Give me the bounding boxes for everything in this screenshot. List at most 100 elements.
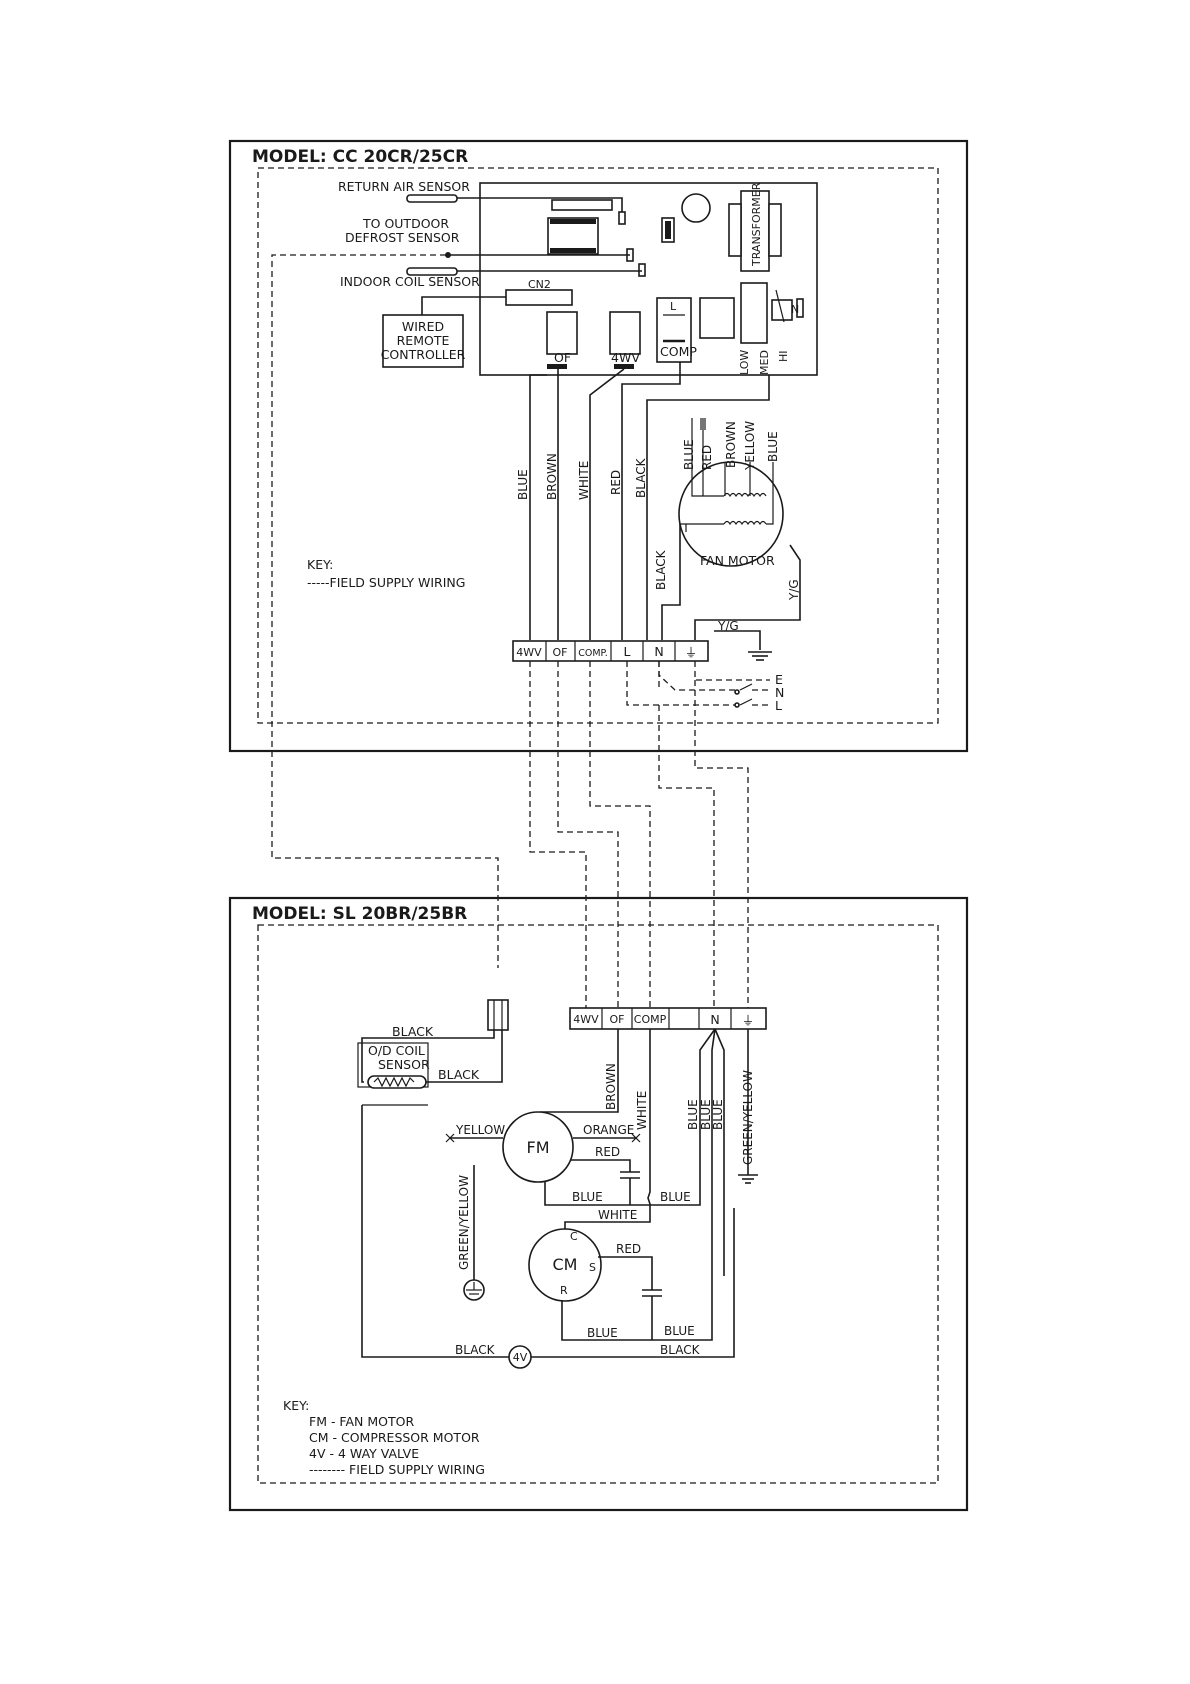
svg-text:⏚: ⏚ (742, 1013, 755, 1028)
indoor-key-line: -----FIELD SUPPLY WIRING (307, 575, 465, 590)
svg-text:BLACK: BLACK (455, 1343, 496, 1357)
svg-text:ORANGE: ORANGE (583, 1123, 634, 1137)
svg-text:LOW: LOW (738, 350, 751, 375)
svg-text:RED: RED (616, 1242, 641, 1256)
svg-text:N: N (775, 685, 784, 700)
indoor-key-title: KEY: (307, 557, 333, 572)
svg-text:N: N (791, 303, 799, 316)
svg-text:BLUE: BLUE (660, 1190, 691, 1204)
svg-text:YELLOW: YELLOW (743, 421, 757, 471)
svg-text:FM: FM (526, 1138, 549, 1157)
transformer (740, 190, 770, 272)
svg-text:BROWN: BROWN (724, 421, 738, 468)
svg-text:MED: MED (758, 350, 771, 375)
svg-text:WHITE: WHITE (635, 1091, 649, 1130)
svg-text:RED: RED (595, 1145, 620, 1159)
svg-text:BLACK: BLACK (660, 1343, 701, 1357)
svg-text:CN2: CN2 (528, 278, 551, 291)
four-way-valve (508, 1345, 532, 1369)
svg-text:BLUE: BLUE (587, 1326, 618, 1340)
outdoor-key-title: KEY: (283, 1398, 309, 1413)
svg-text:BLUE: BLUE (664, 1324, 695, 1338)
svg-text:BLUE: BLUE (572, 1190, 603, 1204)
svg-text:BLUE: BLUE (682, 439, 696, 470)
indoor-unit-panel: MODEL: CC 20CR/25CR TRANSFORMER L N OF (228, 139, 969, 968)
svg-text:YELLOW: YELLOW (455, 1123, 505, 1137)
svg-text:HI: HI (777, 350, 790, 362)
svg-text:L: L (624, 644, 631, 659)
svg-text:OF: OF (610, 1013, 625, 1026)
svg-text:RED: RED (700, 445, 714, 470)
outdoor-key-line: FM - FAN MOTOR (309, 1414, 414, 1429)
fan-motor-black-wire (661, 524, 681, 640)
svg-text:4WV: 4WV (573, 1013, 599, 1026)
indoor-model-title: MODEL: CC 20CR/25CR (252, 147, 468, 167)
relay-speed (740, 282, 768, 344)
svg-text:REMOTE: REMOTE (397, 333, 450, 348)
outdoor-key-line: -------- FIELD SUPPLY WIRING (309, 1462, 485, 1477)
svg-text:BLUE: BLUE (686, 1099, 700, 1130)
svg-text:BLACK: BLACK (392, 1024, 434, 1039)
svg-text:E: E (775, 672, 783, 687)
transformer-label: TRANSFORMER (750, 182, 763, 267)
indoor-fan-motor (678, 461, 784, 567)
svg-text:4WV: 4WV (516, 646, 542, 659)
svg-text:WHITE: WHITE (598, 1208, 637, 1222)
defrost-sensor-field-wire (271, 254, 499, 968)
svg-text:RETURN AIR SENSOR: RETURN AIR SENSOR (338, 179, 470, 194)
svg-text:4V: 4V (513, 1351, 528, 1364)
svg-text:GREEN/YELLOW: GREEN/YELLOW (457, 1175, 471, 1270)
svg-text:BLUE: BLUE (516, 469, 530, 500)
svg-text:BLUE: BLUE (711, 1099, 725, 1130)
return-air-sensor (406, 194, 458, 203)
svg-text:COMP.: COMP. (578, 648, 608, 659)
outdoor-unit-panel: MODEL: SL 20BR/25BR 4WV OF COMP N ⏚ BLAC… (228, 896, 969, 1512)
wired-remote-controller (382, 314, 464, 368)
buzzer (681, 193, 711, 223)
relay-n (771, 299, 793, 321)
svg-text:CONTROLLER: CONTROLLER (381, 347, 466, 362)
wire-blue (529, 374, 547, 640)
outdoor-terminal-block: 4WV OF COMP N ⏚ (569, 1007, 767, 1030)
cn2-connector (505, 289, 573, 306)
svg-text:TO OUTDOOR: TO OUTDOOR (362, 216, 449, 231)
od-coil-sensor (367, 1075, 427, 1089)
svg-text:SENSOR: SENSOR (378, 1057, 430, 1072)
compressor-motor (528, 1228, 602, 1302)
svg-text:BROWN: BROWN (545, 453, 559, 500)
svg-text:Y/G: Y/G (787, 579, 801, 601)
svg-text:R: R (560, 1284, 568, 1297)
svg-text:L: L (670, 300, 677, 313)
svg-text:COMP: COMP (660, 344, 697, 359)
svg-text:N: N (654, 644, 663, 659)
svg-text:O/D COIL: O/D COIL (368, 1043, 425, 1058)
wire-black (646, 375, 770, 640)
svg-text:OF: OF (553, 646, 568, 659)
svg-text:WHITE: WHITE (577, 461, 591, 500)
outdoor-key-line: CM - COMPRESSOR MOTOR (309, 1430, 480, 1445)
svg-text:FAN MOTOR: FAN MOTOR (700, 553, 775, 568)
svg-text:L: L (775, 698, 782, 713)
fan-motor-ground-wire (694, 544, 801, 640)
svg-text:N: N (710, 1012, 719, 1027)
svg-text:BROWN: BROWN (604, 1063, 618, 1110)
od-sensor-plug (487, 999, 509, 1031)
svg-text:BLACK: BLACK (654, 549, 668, 590)
svg-text:BLACK: BLACK (634, 457, 648, 498)
outdoor-fan-motor (502, 1111, 574, 1183)
svg-text:WIRED: WIRED (402, 319, 444, 334)
svg-text:BLUE: BLUE (766, 431, 780, 462)
fan-motor-windings (723, 492, 767, 526)
svg-text:GREEN/YELLOW: GREEN/YELLOW (741, 1070, 755, 1165)
svg-text:BLUE: BLUE (699, 1099, 713, 1130)
svg-text:OF: OF (554, 350, 571, 365)
svg-text:S: S (589, 1261, 596, 1274)
relay-comp (656, 297, 692, 363)
svg-text:Y/G: Y/G (717, 619, 739, 633)
svg-text:BLACK: BLACK (438, 1067, 480, 1082)
svg-text:⏚: ⏚ (685, 645, 698, 660)
wire-red (621, 362, 681, 640)
wire-white (589, 368, 625, 640)
relay-4wv (609, 311, 641, 355)
